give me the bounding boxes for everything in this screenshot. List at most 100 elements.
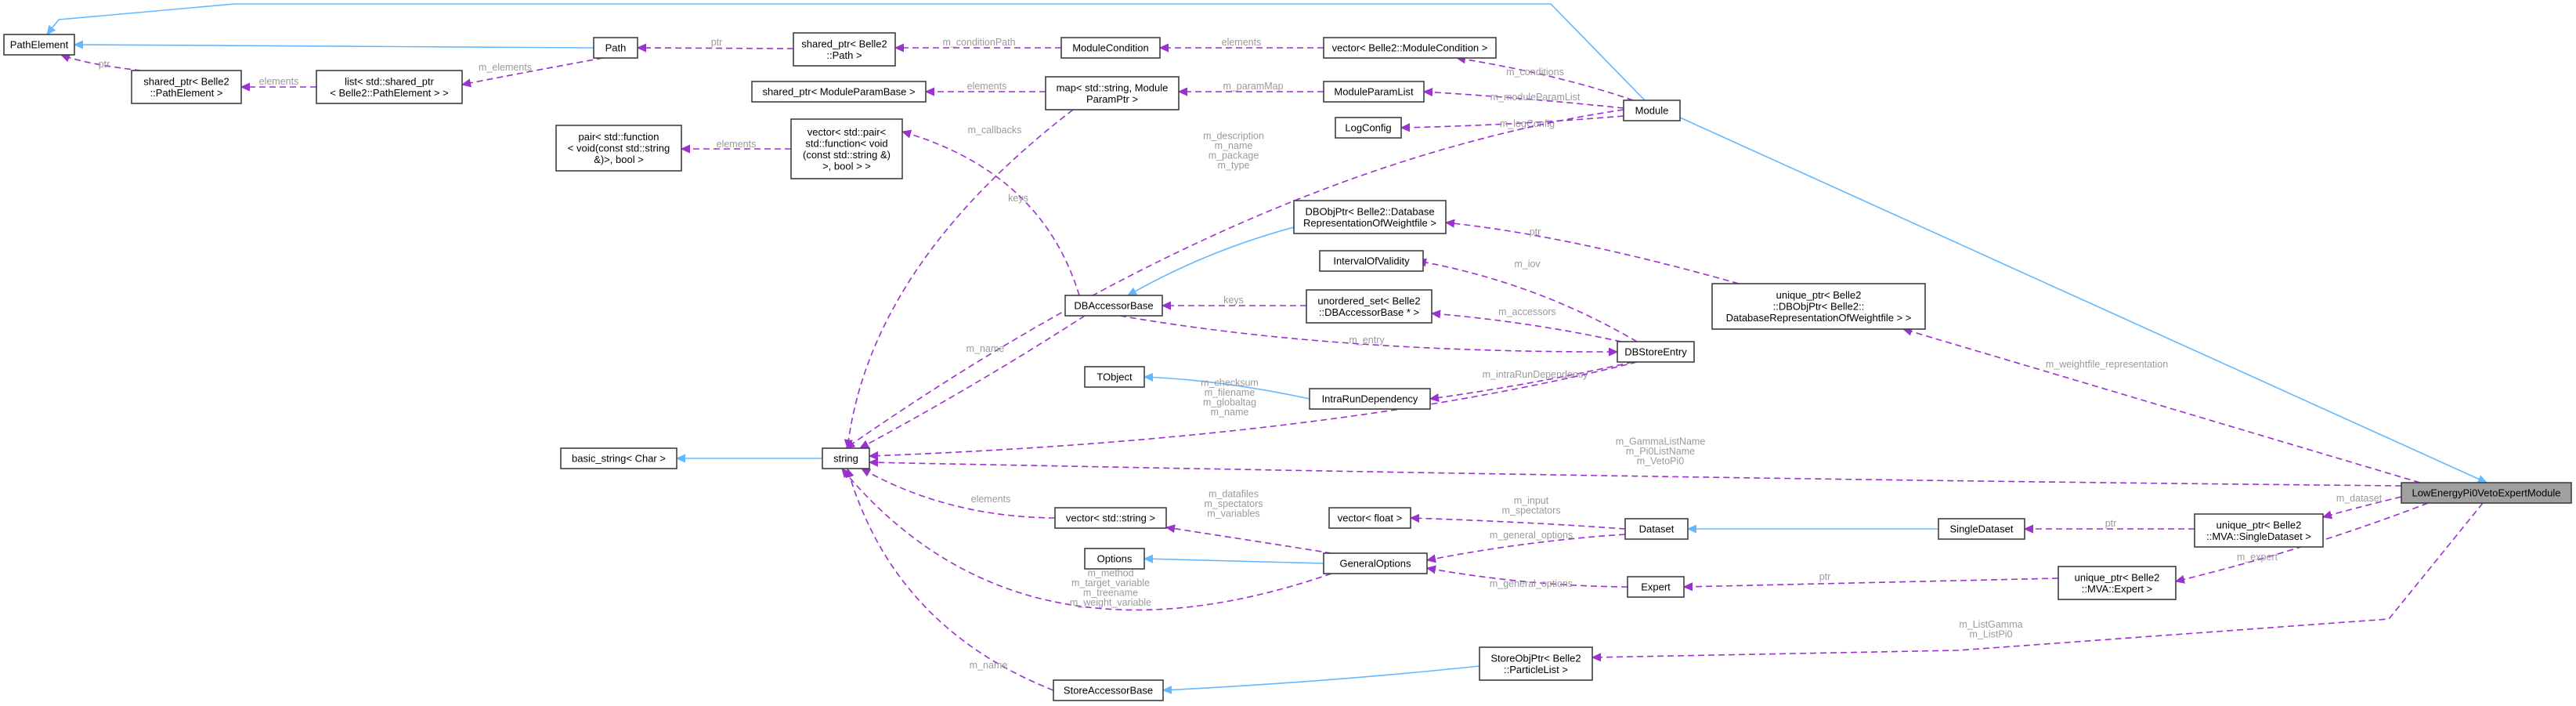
edge-module-to-logconfig: m_logConfig	[1401, 115, 1624, 129]
class-node-basic-string[interactable]: basic_string< Char >	[560, 447, 677, 469]
class-node-log-config[interactable]: LogConfig	[1335, 117, 1402, 139]
edge-label: m_spectators	[1204, 498, 1263, 509]
class-node-label: IntervalOfValidity	[1333, 255, 1410, 267]
edge-label: m_conditions	[1506, 67, 1564, 78]
class-node-shared-ptr-path-element[interactable]: shared_ptr< Belle2::PathElement >	[131, 70, 242, 104]
class-node-db-store-entry[interactable]: DBStoreEntry	[1617, 341, 1695, 363]
class-node-options[interactable]: Options	[1084, 548, 1145, 570]
class-node-label: ::DBObjPtr< Belle2::	[1773, 301, 1865, 313]
class-node-label: unique_ptr< Belle2	[2217, 519, 2302, 530]
class-node-vector-float[interactable]: vector< float >	[1328, 507, 1411, 529]
class-node-general-options[interactable]: GeneralOptions	[1323, 552, 1428, 574]
edge-label: m_description	[1203, 130, 1264, 141]
class-node-module[interactable]: Module	[1623, 100, 1681, 121]
edge-list-to-sharedptr-pathelement: elements	[241, 76, 316, 87]
edge-label: m_ListGamma	[1959, 619, 2022, 630]
edge-label: m_method	[1087, 568, 1133, 579]
edge-line-module-to-logconfig	[1401, 115, 1624, 128]
edge-expert-to-generaloptions: m_general_options	[1427, 568, 1628, 589]
edge-module-to-vector-modulecondition: m_conditions	[1457, 58, 1634, 101]
class-node-store-obj-ptr[interactable]: StoreObjPtr< Belle2::ParticleList >	[1479, 646, 1593, 681]
edge-label: m_dataset	[2336, 493, 2383, 504]
edge-module-to-moduleparamlist: m_moduleParamList	[1424, 92, 1624, 109]
class-node-label: &)>, bool >	[594, 154, 644, 165]
class-node-unique-ptr-single-dataset[interactable]: unique_ptr< Belle2::MVA::SingleDataset >	[2194, 513, 2324, 548]
class-node-box	[822, 447, 870, 469]
class-node-box	[1084, 548, 1145, 570]
class-node-vector-module-condition[interactable]: vector< Belle2::ModuleCondition >	[1323, 37, 1497, 59]
edge-label: m_expert	[2237, 552, 2278, 563]
class-node-shared-ptr-path[interactable]: shared_ptr< Belle2::Path >	[793, 32, 896, 67]
class-node-box	[1319, 250, 1424, 272]
class-node-intra-run-dependency[interactable]: IntraRunDependency	[1309, 388, 1431, 410]
class-node-string[interactable]: string	[822, 447, 870, 469]
class-node-box	[1624, 518, 1689, 540]
class-node-unique-ptr-db-obj[interactable]: unique_ptr< Belle2::DBObjPtr< Belle2::Da…	[1711, 283, 1926, 330]
class-node-single-dataset[interactable]: SingleDataset	[1938, 518, 2025, 540]
edge-label: m_GammaListName	[1616, 436, 1706, 447]
edge-label: m_name	[1211, 407, 1249, 418]
class-node-box	[1328, 507, 1411, 529]
class-node-label: DatabaseRepresentationOfWeightfile > >	[1726, 312, 1912, 324]
class-node-unordered-set[interactable]: unordered_set< Belle2::DBAccessorBase * …	[1306, 289, 1433, 324]
class-node-box	[1323, 37, 1497, 59]
edge-line-expert-to-generaloptions	[1427, 568, 1628, 588]
class-node-dataset[interactable]: Dataset	[1624, 518, 1689, 540]
class-node-vector-pair[interactable]: vector< std::pair<std::function< void(co…	[790, 118, 903, 179]
class-node-low-energy-pi0-veto-expert-module[interactable]: LowEnergyPi0VetoExpertModule	[2401, 482, 2572, 504]
edge-generaloptions-to-options	[1144, 559, 1324, 564]
edge-label: m_iov	[1514, 259, 1541, 270]
edge-path-to-list: m_elements	[462, 57, 604, 85]
class-node-label: DBAccessorBase	[1074, 300, 1153, 312]
edge-uniqueptr-expert-to-expert: ptr	[1684, 571, 2059, 587]
class-node-list-shared-ptr[interactable]: list< std::shared_ptr< Belle2::PathEleme…	[316, 70, 463, 104]
edge-sharedptr-path-to-path: ptr	[638, 37, 794, 49]
edge-line-module-to-moduleparamlist	[1424, 92, 1624, 109]
edge-line-dbaccessorbase-to-string	[860, 315, 1086, 449]
edge-line-dbstoreentry-to-unorderedset	[1432, 313, 1622, 342]
class-node-label: PathElement	[10, 39, 69, 51]
class-node-label: vector< float >	[1338, 512, 1402, 524]
class-node-module-param-list[interactable]: ModuleParamList	[1323, 81, 1425, 103]
class-node-box	[1627, 576, 1685, 598]
edge-modulecondition-to-sharedptr-path: m_conditionPath	[895, 37, 1061, 48]
class-node-label: shared_ptr< Belle2	[801, 38, 887, 49]
class-node-box	[316, 70, 463, 104]
class-node-box	[1306, 289, 1433, 324]
class-node-db-accessor-base[interactable]: DBAccessorBase	[1064, 295, 1163, 317]
class-node-box	[3, 34, 75, 56]
class-node-path-element[interactable]: PathElement	[3, 34, 75, 56]
edge-line-focus-to-uniqueptr-dbobj	[1903, 329, 2421, 483]
class-node-unique-ptr-expert[interactable]: unique_ptr< Belle2::MVA::Expert >	[2058, 566, 2177, 600]
class-node-interval-of-validity[interactable]: IntervalOfValidity	[1319, 250, 1424, 272]
class-node-expert[interactable]: Expert	[1627, 576, 1685, 598]
edge-label: m_checksum	[1201, 377, 1259, 388]
edge-line-module-to-string	[846, 109, 1624, 448]
edge-label: m_callbacks	[968, 125, 1022, 136]
edge-label: m_intraRunDependency	[1483, 369, 1589, 380]
class-node-vector-string[interactable]: vector< std::string >	[1054, 507, 1167, 529]
class-node-box	[555, 125, 682, 172]
class-node-label: < void(const std::string	[568, 143, 670, 154]
class-node-label: ::MVA::Expert >	[2082, 583, 2152, 595]
edge-label: elements	[971, 494, 1011, 505]
class-node-label: ::Path >	[826, 49, 862, 61]
edge-label: m_target_variable	[1071, 577, 1150, 588]
edge-label: m_filename	[1205, 387, 1255, 398]
class-node-shared-ptr-module-param-base[interactable]: shared_ptr< ModuleParamBase >	[751, 81, 927, 103]
edge-dbstoreentry-to-intrarun: m_intraRunDependency	[1430, 361, 1634, 399]
edge-line-storeaccessorbase-to-string	[847, 469, 1054, 691]
class-node-db-obj-ptr[interactable]: DBObjPtr< Belle2::DatabaseRepresentation…	[1293, 200, 1447, 234]
class-node-label: unordered_set< Belle2	[1317, 295, 1420, 306]
edge-focus-to-uniqueptr-expert: m_expert	[2176, 502, 2429, 581]
class-node-pair-function[interactable]: pair< std::function< void(const std::str…	[555, 125, 682, 172]
class-node-store-accessor-base[interactable]: StoreAccessorBase	[1053, 679, 1164, 701]
class-node-path[interactable]: Path	[593, 37, 638, 59]
edge-line-dataset-to-generaloptions	[1427, 534, 1626, 560]
edge-label: m_logConfig	[1500, 118, 1555, 129]
class-node-module-condition[interactable]: ModuleCondition	[1060, 37, 1161, 59]
class-node-t-object[interactable]: TObject	[1084, 366, 1145, 388]
